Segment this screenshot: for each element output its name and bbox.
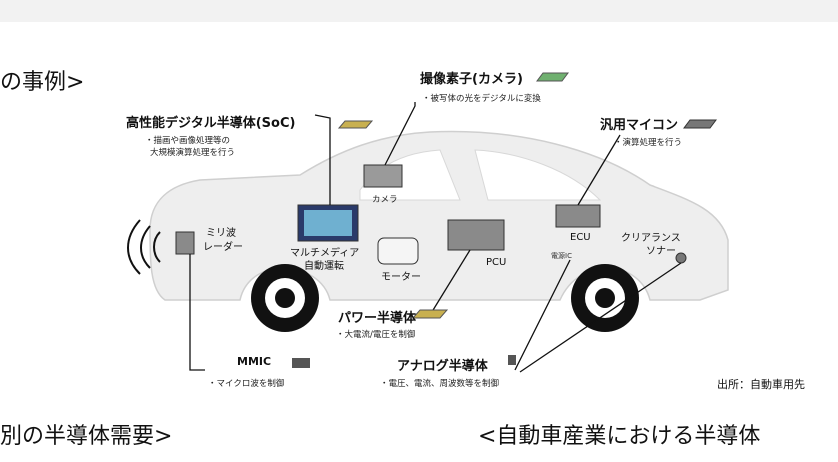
ecu-box — [555, 204, 601, 228]
label-sonar-2: ソナー — [646, 246, 676, 257]
car-window-front — [474, 149, 602, 201]
camera-sensor-title: 撮像素子(カメラ) — [420, 72, 523, 87]
camera-sensor-desc: ・被写体の光をデジタルに変換 — [422, 94, 541, 104]
mmic-desc: ・マイクロ波を制御 — [208, 379, 285, 389]
heading-bottom-left: 別の半導体需要> — [0, 424, 173, 449]
chip-icon-soc — [337, 120, 374, 129]
heading-left: の事例> — [0, 70, 85, 95]
power-title: パワー半導体 — [338, 311, 417, 326]
label-sonar-1: クリアランス — [621, 233, 681, 244]
heading-bottom-right: <自動車産業における半導体 — [478, 424, 761, 449]
label-multimedia-1: マルチメディア — [290, 248, 360, 259]
mmic-title: MMIC — [237, 355, 272, 368]
soc-desc-1: ・描画や画像処理等の — [145, 136, 231, 146]
label-camera: カメラ — [372, 195, 398, 205]
label-power-ic: 電源IC — [551, 252, 572, 260]
radar-waves — [127, 219, 161, 275]
sonar-dot — [675, 252, 687, 264]
label-motor: モーター — [381, 272, 421, 283]
power-desc: ・大電流/電圧を制御 — [336, 330, 416, 340]
soc-desc-2: 大規模演算処理を行う — [150, 148, 236, 158]
pcu-box — [447, 219, 505, 251]
mcu-title: 汎用マイコン — [600, 118, 679, 133]
label-radar-2: レーダー — [203, 242, 243, 253]
top-bar — [0, 0, 838, 22]
motor-box — [377, 237, 419, 265]
analog-title: アナログ半導体 — [397, 359, 488, 374]
camera-box — [363, 164, 403, 188]
soc-title: 高性能デジタル半導体(SoC) — [126, 116, 296, 131]
chip-icon-camera — [536, 72, 569, 82]
analog-desc: ・電圧、電流、周波数等を制御 — [380, 379, 500, 389]
mcu-desc: ・演算処理を行う — [614, 138, 683, 148]
chip-icon-power — [411, 309, 449, 319]
leader-lines — [189, 102, 682, 373]
label-pcu: PCU — [486, 257, 507, 268]
chip-icon-analog — [508, 355, 516, 365]
source-note: 出所：自動車用先 — [717, 378, 805, 391]
label-radar-1: ミリ波 — [206, 228, 236, 239]
label-multimedia-2: 自動運転 — [304, 261, 344, 272]
chip-icon-mcu — [683, 119, 717, 129]
radar-box — [175, 231, 195, 255]
chip-icon-mmic — [292, 358, 310, 368]
label-ecu: ECU — [570, 232, 591, 243]
